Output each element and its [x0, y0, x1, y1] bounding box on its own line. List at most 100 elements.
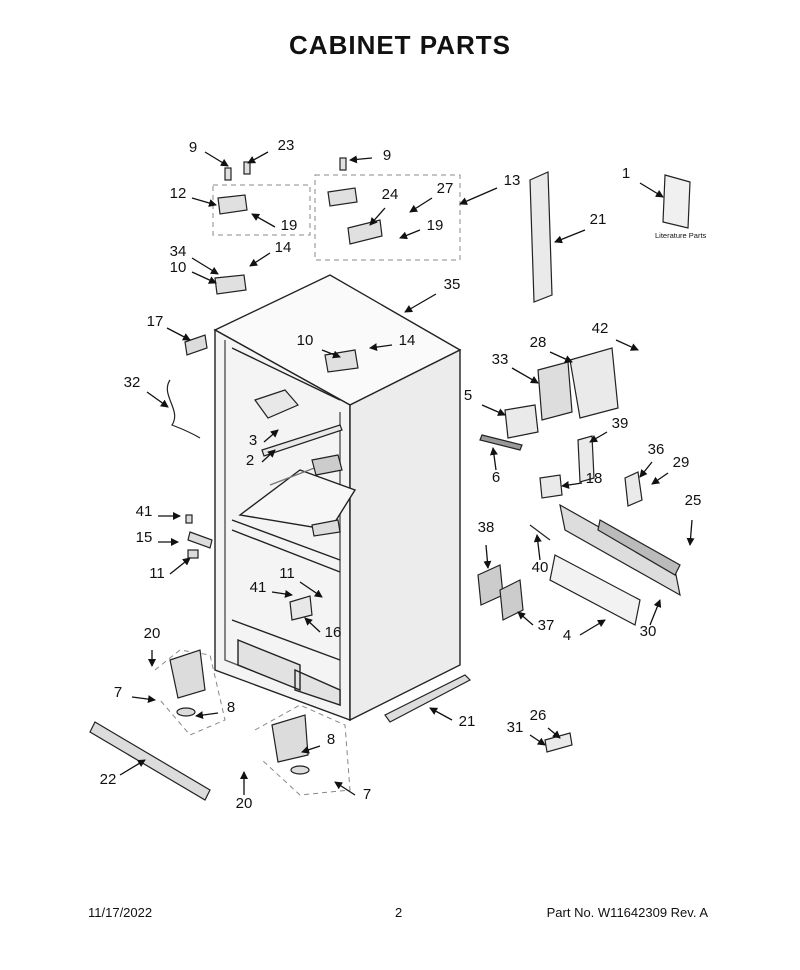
literature-parts-label: Literature Parts	[655, 231, 707, 240]
callout-arrow	[263, 429, 279, 443]
callout-label-33: 33	[492, 351, 509, 368]
callout-arrow	[251, 213, 276, 228]
callout-arrow	[686, 519, 695, 546]
legs-rollers	[89, 334, 310, 801]
callout-arrow	[589, 431, 608, 443]
footer-part-number: Part No. W11642309 Rev. A	[546, 905, 708, 920]
callout-label-11: 11	[279, 565, 295, 582]
callout-label-40: 40	[532, 559, 549, 576]
callout-label-22: 22	[100, 771, 117, 788]
callout-label-14: 14	[399, 332, 416, 349]
callout-label-35: 35	[444, 276, 461, 293]
callout-arrow	[547, 727, 561, 739]
callout-label-23: 23	[278, 137, 295, 154]
callout-label-27: 27	[437, 180, 454, 197]
callout-arrow	[191, 271, 217, 284]
callout-arrow	[369, 207, 386, 226]
callout-label-2: 2	[246, 452, 254, 469]
callout-arrow	[483, 544, 492, 569]
callout-label-38: 38	[478, 519, 495, 536]
callout-label-21: 21	[459, 713, 476, 730]
callout-label-20: 20	[236, 795, 253, 812]
callout-arrow	[349, 155, 373, 164]
callout-arrow	[399, 229, 421, 240]
callout-label-19: 19	[281, 217, 298, 234]
callout-label-36: 36	[648, 441, 665, 458]
callout-label-20: 20	[144, 625, 161, 642]
callout-arrow	[195, 711, 219, 720]
callout-arrow	[304, 617, 321, 633]
callout-arrow	[651, 472, 669, 485]
callout-label-17: 17	[147, 313, 164, 330]
callout-label-30: 30	[640, 623, 657, 640]
callout-label-16: 16	[325, 624, 342, 641]
callout-label-6: 6	[492, 469, 500, 486]
callout-label-3: 3	[249, 432, 257, 449]
callout-label-9: 9	[189, 139, 197, 156]
callout-arrow	[561, 481, 583, 489]
callout-arrow	[191, 197, 217, 207]
callout-arrow	[131, 695, 156, 704]
callout-label-37: 37	[538, 617, 555, 634]
hinge-parts	[214, 157, 383, 373]
callout-arrow	[429, 707, 453, 721]
callout-arrow	[481, 404, 506, 416]
callout-label-25: 25	[685, 492, 702, 509]
callout-label-29: 29	[673, 454, 690, 471]
callout-label-19: 19	[427, 217, 444, 234]
callout-label-14: 14	[275, 239, 292, 256]
callout-label-15: 15	[136, 529, 153, 546]
callout-arrow	[204, 151, 229, 167]
callout-label-4: 4	[563, 627, 571, 644]
footer-date: 11/17/2022	[88, 905, 153, 920]
callout-arrow	[191, 257, 219, 275]
callout-label-10: 10	[297, 332, 314, 349]
callout-arrow	[639, 461, 653, 478]
callout-arrow	[511, 367, 539, 384]
callout-label-1: 1	[622, 165, 630, 182]
page-title: CABINET PARTS	[289, 30, 511, 60]
callout-arrow	[459, 187, 498, 205]
callout-label-18: 18	[586, 470, 603, 487]
callout-label-24: 24	[382, 186, 399, 203]
callout-label-13: 13	[504, 172, 521, 189]
callout-label-42: 42	[592, 320, 609, 337]
callout-arrow	[261, 449, 276, 463]
cabinet-body	[213, 274, 462, 722]
callout-arrow	[249, 252, 271, 267]
right-components	[384, 171, 691, 753]
callout-label-31: 31	[507, 719, 524, 736]
callout-label-41: 41	[136, 503, 153, 520]
callout-arrow	[166, 327, 191, 341]
callout-label-5: 5	[464, 387, 472, 404]
callout-label-34: 34	[170, 243, 187, 260]
callout-arrow	[146, 391, 169, 408]
callout-arrow	[301, 745, 321, 754]
callout-arrow	[529, 734, 546, 746]
callout-arrow	[334, 781, 356, 796]
callout-arrow	[639, 182, 664, 198]
callout-arrow	[549, 351, 573, 363]
callout-label-8: 8	[327, 731, 335, 748]
internal-parts	[254, 389, 343, 621]
callout-arrow	[489, 447, 498, 471]
callout-arrow	[369, 343, 393, 352]
callout-label-8: 8	[227, 699, 235, 716]
callout-arrow	[517, 611, 534, 626]
callout-label-7: 7	[363, 786, 371, 803]
callout-label-32: 32	[124, 374, 141, 391]
callout-arrow	[649, 599, 662, 626]
callout-label-11: 11	[149, 565, 165, 582]
callout-label-41: 41	[250, 579, 267, 596]
callout-arrow	[554, 229, 586, 244]
callout-arrow	[579, 619, 606, 636]
callout-label-39: 39	[612, 415, 629, 432]
callout-label-9: 9	[383, 147, 391, 164]
callout-arrow	[533, 534, 542, 561]
callout-arrow	[409, 197, 433, 213]
callout-arrow	[299, 581, 323, 598]
callout-label-21: 21	[590, 211, 607, 228]
callout-arrow	[271, 590, 293, 598]
callout-arrow	[247, 151, 269, 164]
